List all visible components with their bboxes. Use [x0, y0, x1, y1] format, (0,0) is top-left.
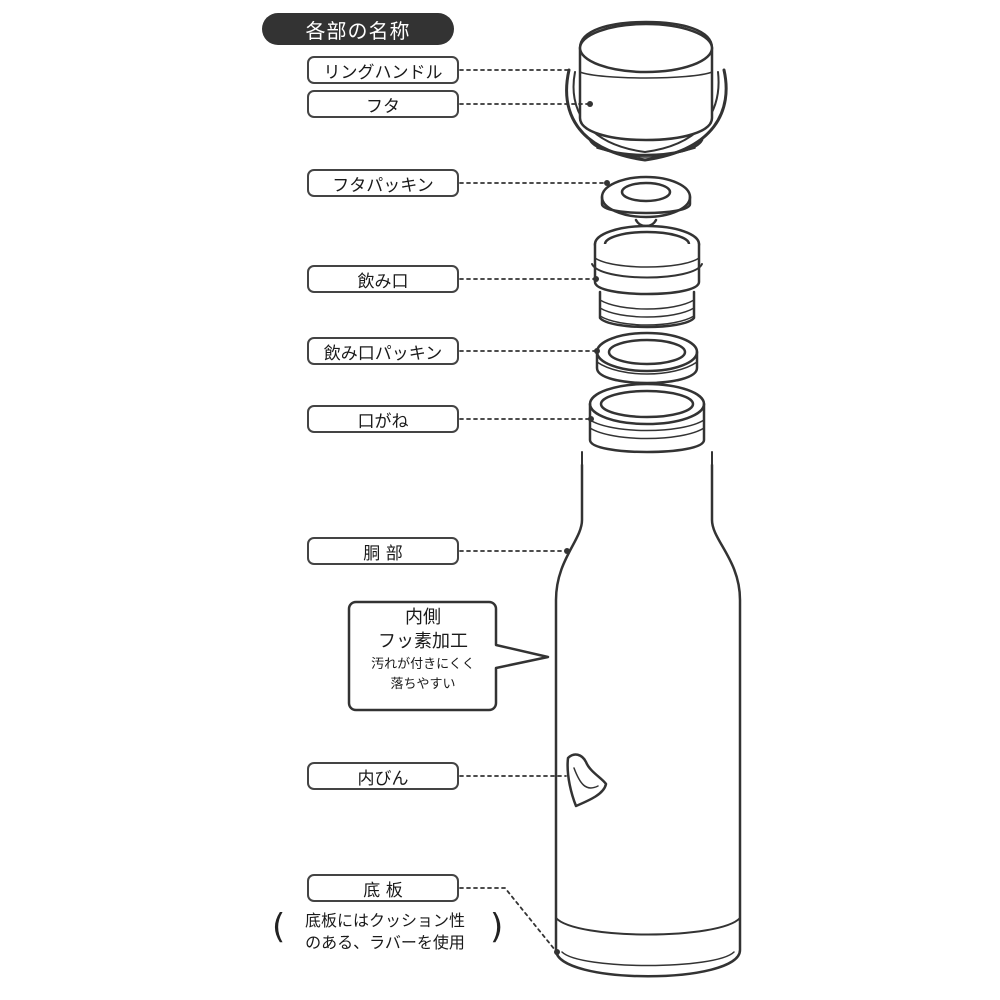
callout-line3: 汚れが付きにくく	[371, 657, 475, 672]
note-line2: のある、ラバーを使用	[305, 933, 465, 952]
label-spout: 飲み口	[307, 265, 459, 293]
spout-shape	[591, 224, 703, 329]
lid-gasket-shape	[600, 175, 692, 228]
label-spout-gasket: 飲み口パッキン	[307, 337, 459, 365]
callout-line1: 内側	[405, 607, 441, 628]
label-lid: フタ	[307, 90, 459, 118]
spout-gasket-shape	[595, 331, 699, 385]
lid-shape	[578, 20, 714, 158]
leader-lines	[459, 69, 605, 951]
callout-bubble	[347, 600, 550, 712]
label-ring-handle: リングハンドル	[307, 56, 459, 84]
body-shape	[554, 451, 742, 978]
section-title: 各部の名称	[262, 13, 454, 45]
label-lid-gasket: フタパッキン	[307, 169, 459, 197]
callout-text: 内側 フッ素加工 汚れが付きにくく 落ちやすい	[350, 606, 496, 694]
mouth-ring-shape	[588, 382, 706, 454]
label-bottom-plate: 底 板	[307, 874, 459, 902]
ring-handle-shape	[565, 68, 728, 162]
callout-line4: 落ちやすい	[390, 677, 456, 692]
label-mouth-ring: 口がね	[307, 405, 459, 433]
inner-bottle-tab-shape	[566, 753, 608, 808]
bottom-plate-note: 底板にはクッション性 のある、ラバーを使用	[270, 910, 500, 954]
label-body: 胴 部	[307, 537, 459, 565]
note-open-paren: (	[272, 907, 286, 947]
note-line1: 底板にはクッション性	[304, 911, 465, 930]
label-inner-bottle: 内びん	[307, 762, 459, 790]
callout-line2: フッ素加工	[378, 631, 468, 652]
lid-pointer-dot	[587, 101, 593, 107]
note-close-paren: )	[490, 907, 504, 947]
